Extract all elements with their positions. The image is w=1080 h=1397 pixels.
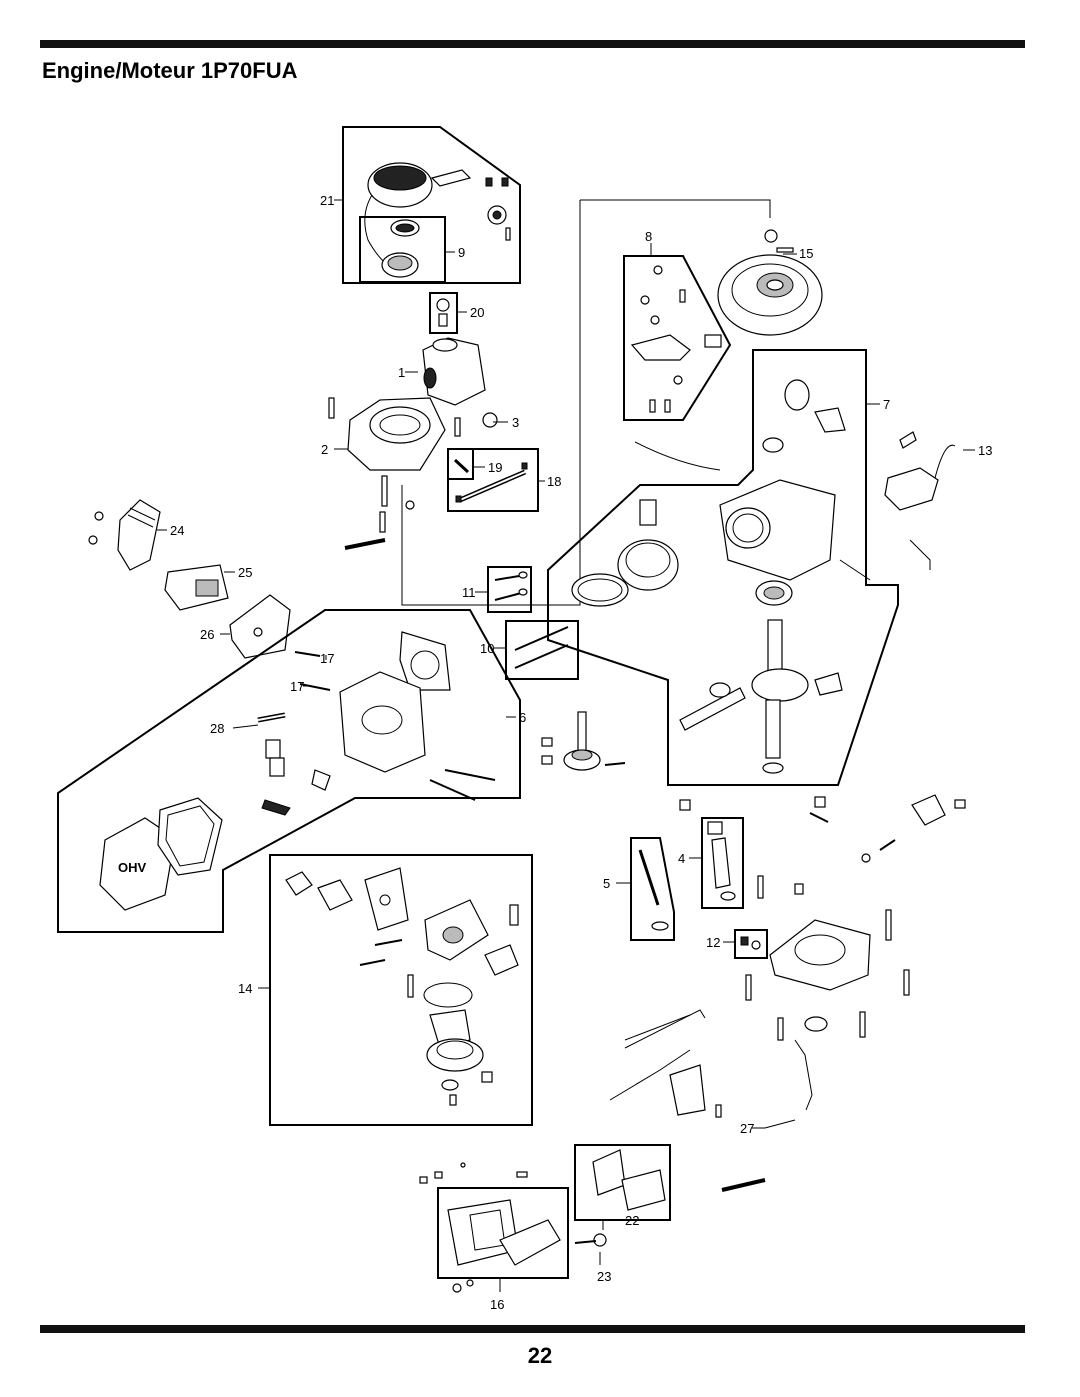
bottom-rule — [40, 1325, 1025, 1333]
callout-labels: 2192013219182425261717281110681571354121… — [170, 193, 992, 1312]
throttle-linkage — [609, 1009, 813, 1129]
callout-label: 21 — [320, 193, 334, 208]
callout-leaders — [157, 199, 975, 1292]
callout-label: 9 — [458, 245, 465, 260]
callout-label: 1 — [398, 365, 405, 380]
callout-label: 27 — [740, 1121, 754, 1136]
ohv-logo-text: OHV — [118, 860, 147, 875]
callout-label: 20 — [470, 305, 484, 320]
callout-label: 22 — [625, 1213, 639, 1228]
callout-label: 18 — [547, 474, 561, 489]
carburetor-group — [269, 854, 533, 1126]
camshaft — [541, 711, 626, 771]
governor-bracket-group — [623, 255, 732, 471]
callout-label: 25 — [238, 565, 252, 580]
page-number: 22 — [527, 1343, 553, 1368]
blower-housing — [328, 337, 498, 533]
part-12 — [734, 929, 768, 959]
muffler-group — [88, 499, 386, 659]
parts-18-19-group — [447, 448, 539, 512]
callout-label: 17 — [290, 679, 304, 694]
cylinder-head-group: OHV — [57, 609, 521, 933]
valves-group — [487, 566, 579, 680]
callout-label: 23 — [597, 1269, 611, 1284]
crankcase-cover — [745, 875, 910, 1041]
callout-label: 8 — [645, 229, 652, 244]
callout-label: 12 — [706, 935, 720, 950]
recoil-starter-group — [342, 126, 521, 284]
callout-label: 10 — [480, 641, 494, 656]
callout-label: 13 — [978, 443, 992, 458]
callout-label: 2 — [321, 442, 328, 457]
crankcase-group — [547, 349, 931, 786]
governor-parts — [679, 794, 966, 863]
callout-label: 17 — [320, 651, 334, 666]
dipstick-group — [630, 817, 744, 941]
callout-label: 28 — [210, 721, 224, 736]
callout-label: 15 — [799, 246, 813, 261]
callout-label: 26 — [200, 627, 214, 642]
callout-label: 14 — [238, 981, 252, 996]
callout-label: 3 — [512, 415, 519, 430]
callout-label: 4 — [678, 851, 685, 866]
callout-label: 7 — [883, 397, 890, 412]
callout-label: 19 — [488, 460, 502, 475]
page-title: Engine/Moteur 1P70FUA — [42, 58, 298, 83]
callout-label: 5 — [603, 876, 610, 891]
callout-label: 11 — [462, 585, 476, 600]
callout-label: 24 — [170, 523, 184, 538]
part-20 — [429, 292, 458, 334]
air-filter-group — [419, 1144, 766, 1293]
top-rule — [40, 40, 1025, 48]
ignition-coil — [884, 431, 956, 511]
callout-label: 16 — [490, 1297, 504, 1312]
callout-label: 6 — [519, 710, 526, 725]
flywheel — [717, 229, 823, 336]
